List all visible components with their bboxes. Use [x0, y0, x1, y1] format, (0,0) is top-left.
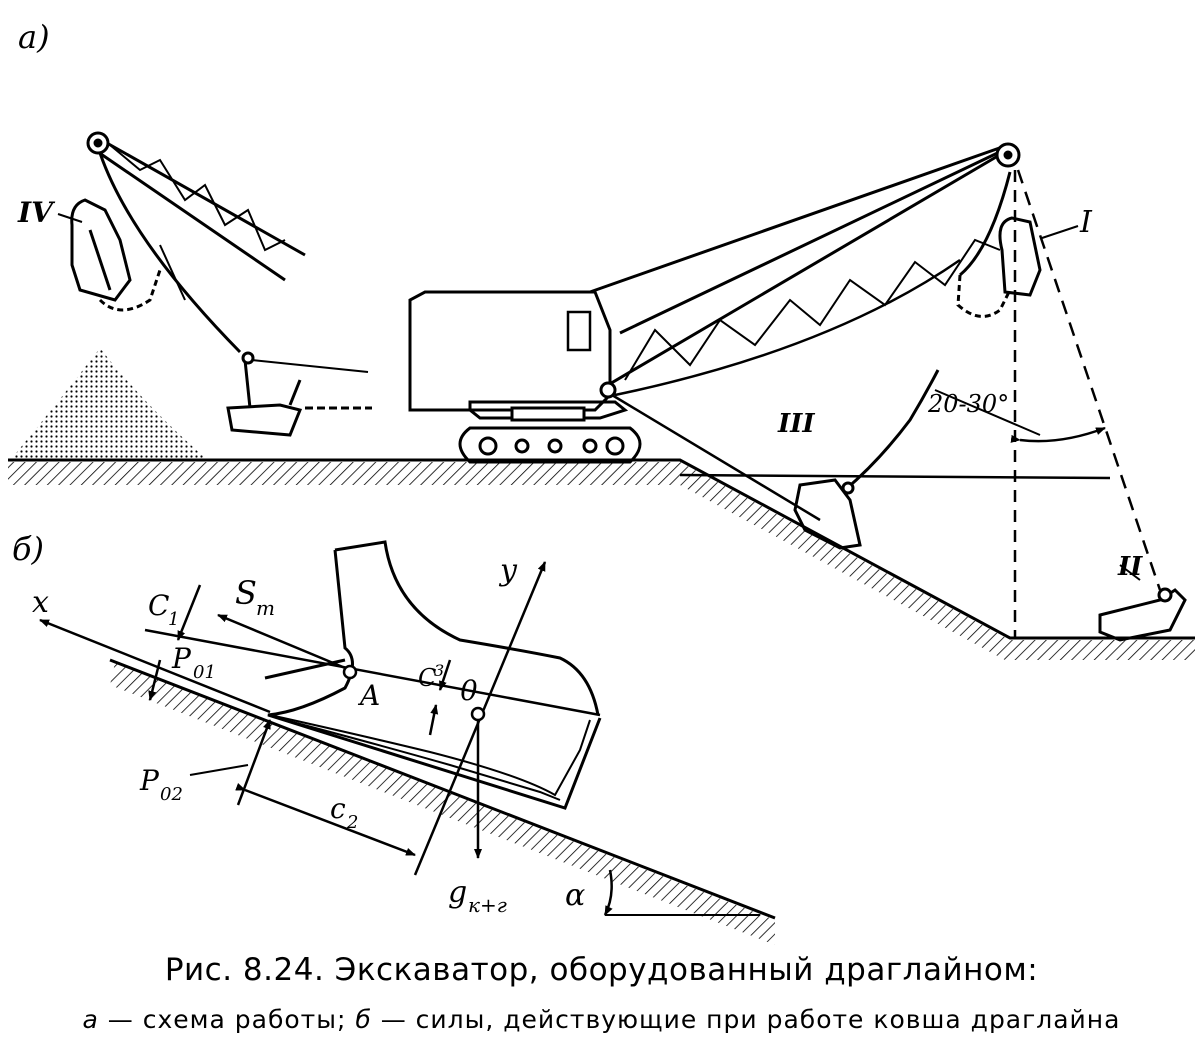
excavator-body — [408, 290, 642, 464]
label-a: A — [357, 679, 380, 712]
label-o: 0 — [460, 674, 478, 707]
caption-subtitle: а — схема работы; б — силы, действующие … — [0, 1005, 1203, 1034]
label-st-sub: т — [256, 596, 275, 620]
panel-b-label: б) — [12, 530, 44, 568]
caption-sub-text-a: — схема работы; — [98, 1005, 356, 1034]
bucket-iv — [70, 198, 162, 312]
label-ii: II — [1117, 552, 1143, 582]
label-c1-sub: 1 — [168, 609, 179, 630]
caption-sub-a: а — [82, 1005, 99, 1034]
bucket-ground-left — [226, 351, 372, 437]
label-c3: C — [418, 664, 436, 692]
crawler-track — [458, 426, 642, 464]
label-p01-sub: 01 — [193, 662, 216, 683]
soil-heap — [12, 348, 205, 458]
label-alpha: α — [565, 878, 585, 913]
label-p02-sub: 02 — [160, 784, 183, 805]
axes — [39, 561, 547, 876]
label-x: x — [32, 585, 49, 620]
label-p02: P — [139, 764, 160, 797]
label-i: I — [1079, 205, 1093, 240]
caption-sub-b: б — [355, 1005, 372, 1034]
forces — [144, 584, 613, 916]
caption-sub-text-b: — силы, действующие при работе ковша дра… — [371, 1005, 1121, 1034]
panel-a: а) — [8, 18, 1195, 660]
label-g-sub: к+г — [468, 893, 507, 917]
force-labels: x y C 1 S т P 01 A C 3 0 P 02 c 2 g к+г … — [32, 553, 585, 917]
ground-surface — [8, 458, 1195, 660]
swing-lines — [934, 169, 1162, 638]
angle-label: 20-30° — [927, 390, 1009, 418]
panel-b: б) — [12, 530, 776, 945]
bucket-i — [956, 171, 1042, 318]
bucket-section — [264, 540, 602, 810]
label-c3-sub: 3 — [434, 661, 444, 680]
caption-title: Рис. 8.24. Экскаватор, оборудованный дра… — [164, 952, 1039, 988]
label-iii: III — [777, 409, 815, 439]
label-c1: C — [148, 589, 169, 622]
label-c2-sub: 2 — [346, 812, 358, 833]
boom-main — [589, 142, 1021, 399]
label-c2: c — [330, 792, 346, 825]
boom-left — [86, 131, 306, 354]
label-g: g — [448, 875, 467, 910]
bucket-iii — [611, 369, 940, 550]
bucket-ii — [1098, 564, 1187, 642]
label-p01: P — [171, 642, 192, 675]
label-st: S — [235, 574, 257, 612]
slope-surface — [109, 658, 776, 945]
label-iv: IV — [17, 196, 56, 229]
label-y: y — [498, 553, 518, 588]
panel-a-label: а) — [18, 18, 50, 56]
position-labels: IV I III II 20-30° — [17, 196, 1143, 582]
